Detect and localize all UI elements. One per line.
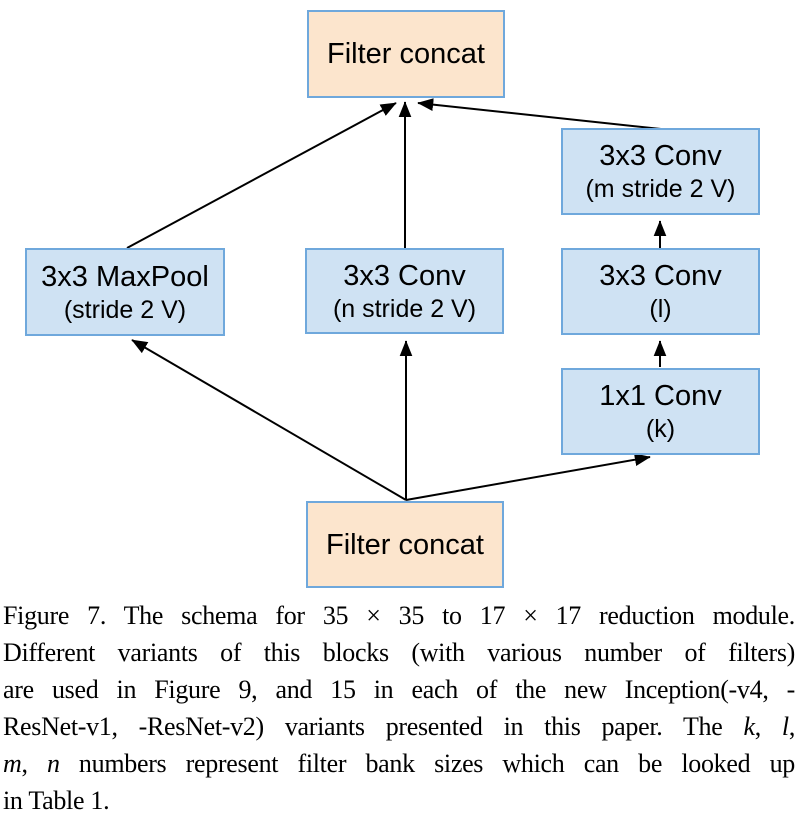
node-label: 1x1 Conv	[599, 380, 722, 412]
caption-line: in Table 1.	[3, 782, 795, 819]
caption-segment: k	[743, 712, 755, 741]
node-sublabel: (m stride 2 V)	[585, 175, 736, 203]
caption-segment: m	[3, 749, 22, 778]
caption-segment: ,	[21, 749, 47, 778]
node-label: 3x3 Conv	[599, 260, 722, 292]
node-filter-concat-top: Filter concat	[307, 10, 505, 98]
node-3x3-maxpool: 3x3 MaxPool (stride 2 V)	[25, 248, 225, 336]
caption-segment: in Table 1.	[3, 786, 110, 815]
node-label: 3x3 Conv	[343, 259, 466, 292]
caption-segment: n	[46, 749, 60, 778]
node-3x3-conv-n: 3x3 Conv (n stride 2 V)	[305, 248, 504, 334]
node-sublabel: (stride 2 V)	[63, 295, 187, 324]
reduction-module-diagram: Filter concat 3x3 Conv (m stride 2 V) 3x…	[25, 10, 760, 588]
arrow-bottom-concat-to-conv-k	[405, 453, 651, 501]
node-sublabel: (l)	[649, 295, 672, 323]
node-sublabel: (n stride 2 V)	[332, 294, 477, 323]
node-label: Filter concat	[327, 38, 485, 70]
caption-segment: are used in Figure 9, and 15 in each of …	[3, 675, 795, 704]
node-label: 3x3 MaxPool	[41, 260, 209, 293]
caption-segment: to	[424, 601, 480, 630]
caption-line: Figure 7. The schema for 35 × 35 to 17 ×…	[3, 597, 795, 634]
caption-segment: Figure 7. The schema for	[3, 601, 323, 630]
caption-line: m, n numbers represent filter bank sizes…	[3, 745, 795, 782]
node-label: 3x3 Conv	[599, 140, 722, 172]
caption-segment: l	[781, 712, 789, 741]
node-sublabel: (k)	[645, 415, 676, 443]
caption-line: ResNet-v1, -ResNet-v2) variants presente…	[3, 708, 795, 745]
caption-segment: 17 × 17	[479, 601, 582, 630]
node-3x3-conv-l: 3x3 Conv (l)	[561, 248, 760, 335]
arrow-maxpool-to-top-concat	[126, 102, 397, 249]
arrow-layer	[126, 98, 667, 501]
caption-segment: numbers represent filter bank sizes whic…	[59, 749, 795, 778]
caption-line: are used in Figure 9, and 15 in each of …	[3, 671, 795, 708]
caption-segment: Different variants of this blocks (with …	[3, 638, 795, 667]
arrow-bottom-concat-to-maxpool	[131, 339, 407, 501]
caption-segment: 35 × 35	[322, 601, 425, 630]
caption-segment: reduction module.	[581, 601, 795, 630]
caption-segment: ResNet-v1, -ResNet-v2) variants presente…	[3, 712, 744, 741]
node-1x1-conv-k: 1x1 Conv (k)	[561, 368, 760, 455]
figure-caption: Figure 7. The schema for 35 × 35 to 17 ×…	[3, 597, 795, 819]
node-label: Filter concat	[326, 528, 484, 561]
caption-segment: ,	[754, 712, 782, 741]
caption-segment: ,	[788, 712, 796, 741]
arrow-conv-m-to-top-concat	[417, 98, 662, 130]
caption-line: Different variants of this blocks (with …	[3, 634, 795, 671]
node-3x3-conv-m: 3x3 Conv (m stride 2 V)	[561, 128, 760, 215]
node-filter-concat-bottom: Filter concat	[306, 501, 504, 588]
